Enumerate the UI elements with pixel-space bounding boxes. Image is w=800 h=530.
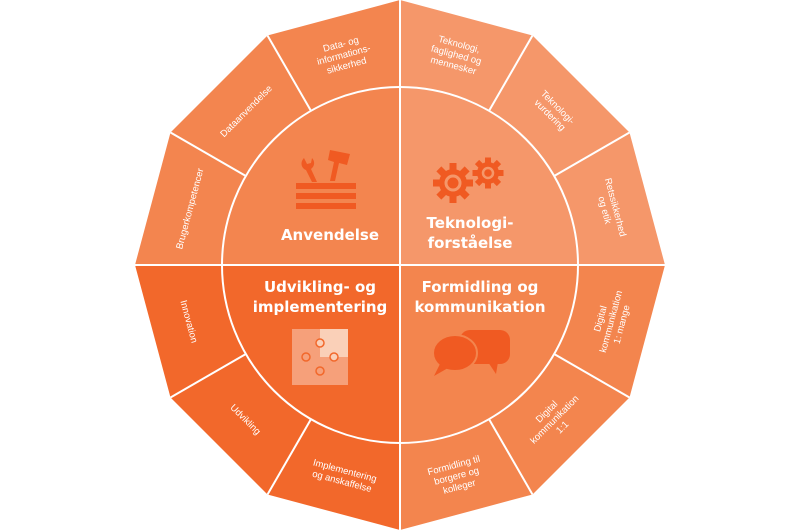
quadrant-title-anvendelse: Anvendelse	[281, 226, 379, 244]
segment-divider	[170, 131, 247, 177]
tools-icon	[296, 150, 356, 209]
gears-icon	[433, 157, 504, 203]
quadrant-title-udvikling: implementering	[253, 298, 388, 316]
segment-divider	[553, 131, 630, 177]
segment-divider	[170, 353, 247, 399]
quadrant-title-formidling: kommunikation	[414, 298, 545, 316]
segment-divider	[266, 35, 312, 112]
segment-divider	[553, 353, 630, 399]
speech-bubbles-icon	[432, 330, 510, 376]
quadrant-title-udvikling: Udvikling- og	[264, 278, 376, 296]
quadrant-title-formidling: Formidling og	[422, 278, 539, 296]
segment-divider	[266, 418, 312, 495]
segment-divider	[488, 35, 534, 112]
segment-divider	[488, 418, 534, 495]
quadrant-title-teknologiforstaaelse: Teknologi-	[427, 214, 514, 232]
quadrant-title-teknologiforstaaelse: forståelse	[428, 234, 513, 252]
puzzle-icon	[292, 329, 348, 385]
